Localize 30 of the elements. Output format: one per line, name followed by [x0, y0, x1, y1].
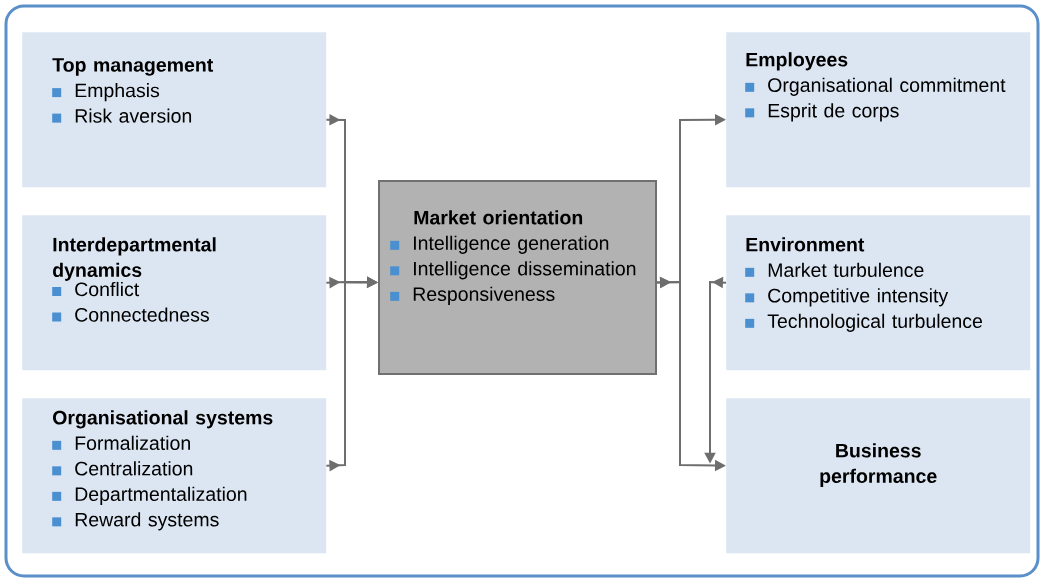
bullet-item: Emphasis [52, 83, 160, 102]
bullet-item: Formalization [52, 435, 190, 450]
bullet-item: Connectedness [52, 307, 209, 322]
bullet-item: Responsiveness [390, 286, 555, 305]
bullet-item: Conflict [52, 281, 140, 297]
bullet-item: Intelligence dissemination [390, 261, 636, 280]
concept-box [378, 180, 657, 375]
heading: Employees [746, 52, 848, 71]
bullet-item: Risk aversion [52, 108, 192, 123]
factor-box [726, 215, 1031, 371]
bullet-item: Centralization [52, 461, 193, 476]
bullet-item: Organisational commitment [745, 77, 1006, 96]
bullet-item: Competitive intensity [745, 288, 949, 307]
bullet-item: Intelligence generation [390, 235, 609, 254]
bullet-item: Market turbulence [745, 262, 924, 277]
factor-box [22, 215, 327, 371]
factor-box [22, 32, 327, 188]
factor-box [22, 398, 327, 554]
heading: Environment [746, 237, 865, 252]
factor-box [726, 398, 1031, 554]
bullet-item: Departmentalization [52, 486, 247, 505]
bullet-item: Esprit de corps [745, 103, 899, 122]
bullet-item: Reward systems [52, 512, 219, 531]
heading: Interdepartmental dynamics [53, 237, 216, 281]
factor-box [726, 32, 1031, 188]
heading: Organisational systems [53, 410, 273, 429]
heading: Top management [52, 58, 214, 76]
heading: Market orientation [414, 210, 583, 225]
heading: Business performance [820, 443, 937, 487]
bullet-item: Technological turbulence [745, 313, 982, 332]
